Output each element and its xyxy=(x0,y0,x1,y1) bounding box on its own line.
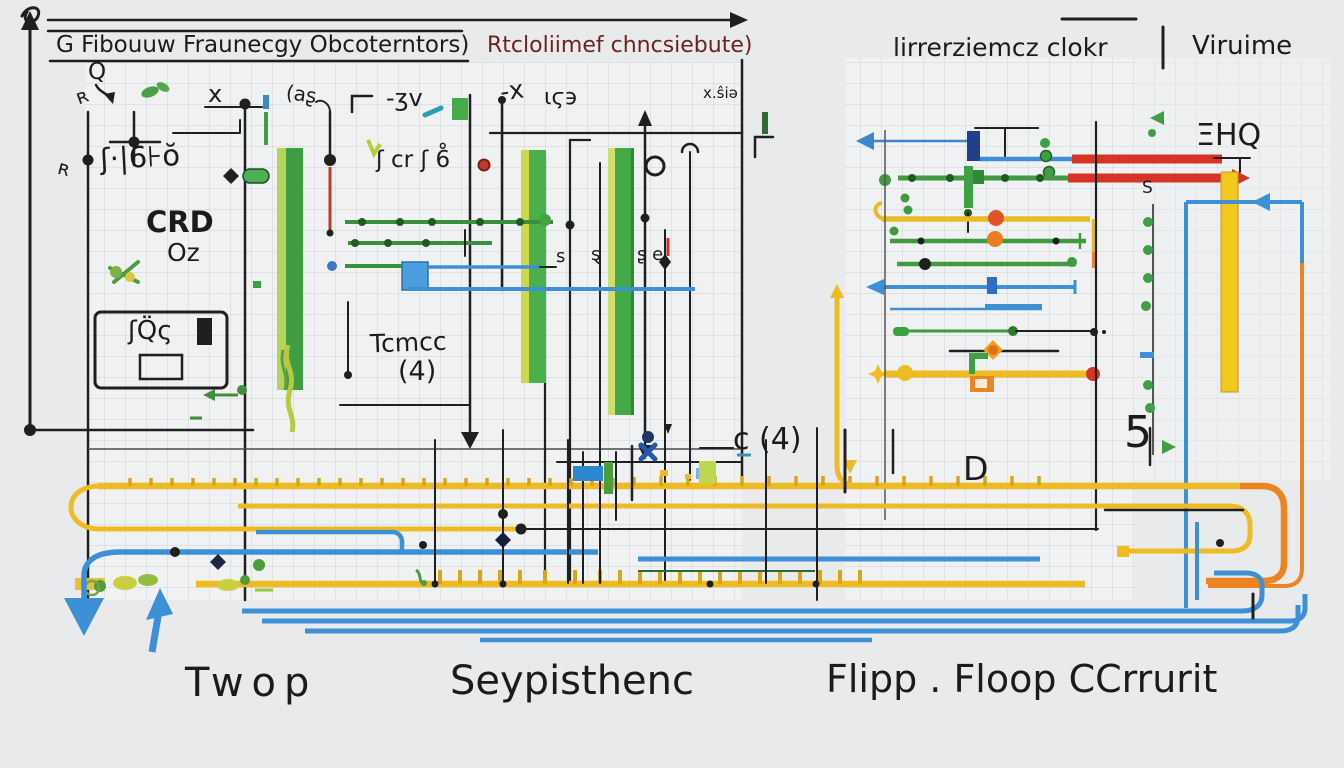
bottom-blue-wires xyxy=(64,522,1308,653)
left-panel-wires xyxy=(82,58,775,602)
axis-and-rules xyxy=(20,6,1165,436)
grid-panels xyxy=(85,58,1331,600)
left-panel-colored xyxy=(93,82,768,433)
right-panel-wires xyxy=(856,111,1304,608)
bottom-components xyxy=(419,424,895,601)
bottom-buses xyxy=(68,284,1288,597)
